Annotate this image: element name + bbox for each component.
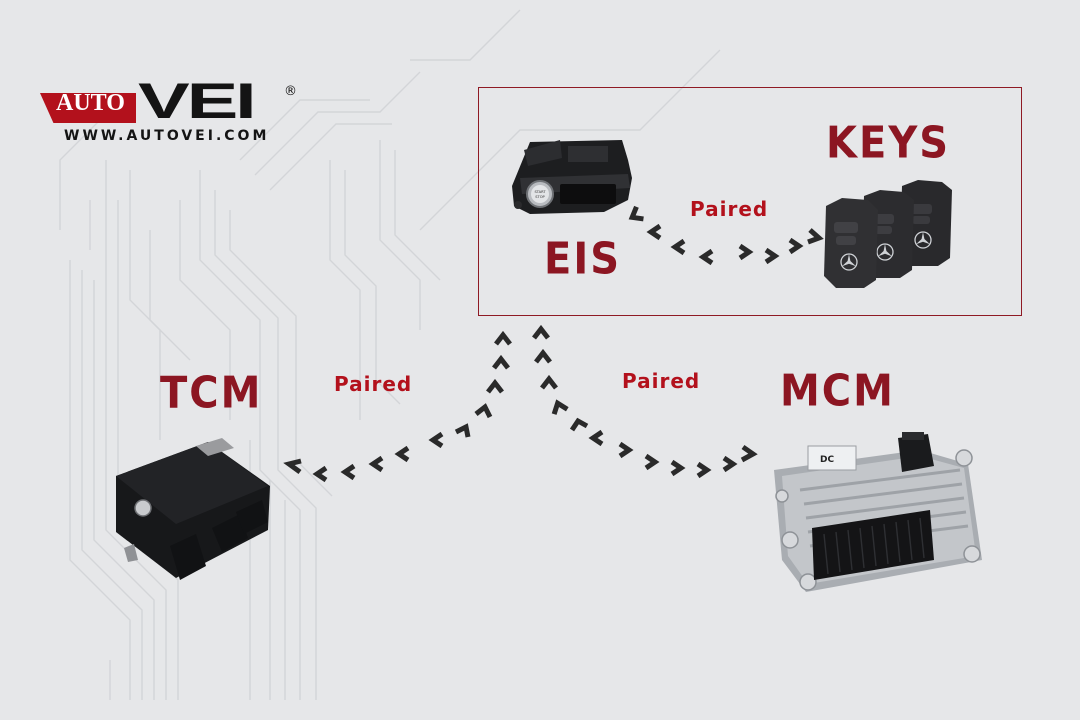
registered-mark: ® — [284, 84, 297, 99]
logo-auto-badge — [40, 93, 136, 123]
autovei-logo: AUTO VEI ® WWW.AUTOVEI.COM — [40, 76, 300, 152]
paired-label-eis-tcm: Paired — [334, 372, 413, 396]
mcm-device-image: DC — [774, 432, 982, 592]
start-button-text: START — [534, 190, 546, 194]
eis-device-image: START STOP — [512, 140, 632, 214]
arrow-chain-eis-keys — [628, 205, 824, 266]
eis-keys-group-box — [478, 87, 1022, 316]
key-fob-1 — [824, 198, 878, 288]
website-url: WWW.AUTOVEI.COM — [64, 128, 270, 144]
keys-label: KEYS — [826, 117, 951, 169]
keys-device-image — [824, 180, 952, 288]
logo-auto-text: AUTO — [56, 90, 125, 116]
svg-text:STOP: STOP — [535, 195, 545, 199]
eis-label: EIS — [544, 233, 622, 285]
arrow-chain-eis-mcm — [532, 324, 758, 479]
paired-label-eis-mcm: Paired — [622, 369, 701, 393]
mcm-label: MCM — [780, 365, 895, 417]
tcm-label: TCM — [160, 367, 263, 419]
mcm-tag-text: DC — [820, 455, 834, 465]
circuit-traces — [59, 9, 721, 700]
arrow-chain-eis-tcm — [283, 330, 512, 483]
paired-label-eis-keys: Paired — [690, 197, 769, 221]
tcm-device-image — [116, 438, 270, 580]
logo-vei-text: VEI — [138, 73, 257, 129]
